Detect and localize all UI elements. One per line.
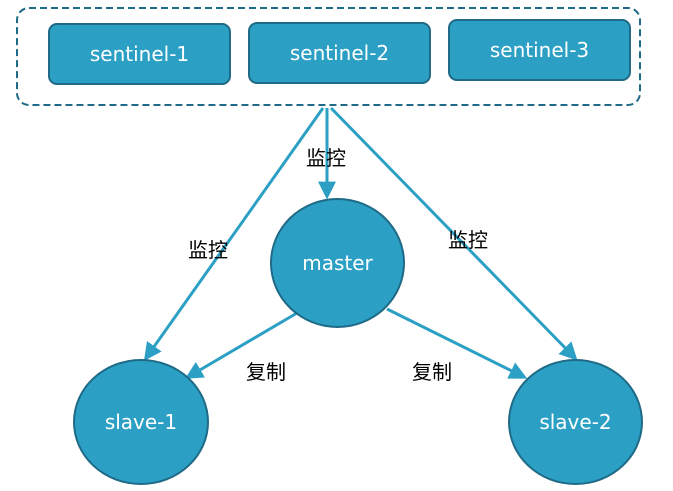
replicate-slave1-arrow <box>184 311 298 379</box>
slave-2-label: slave-2 <box>539 410 612 434</box>
replicate-slave1-label: 复制 <box>246 360 286 384</box>
sentinel-1-box: sentinel-1 <box>48 23 231 85</box>
monitor-slave2-label: 监控 <box>448 228 488 252</box>
replicate-slave2-label: 复制 <box>412 360 452 384</box>
sentinel-2-box: sentinel-2 <box>248 22 431 84</box>
monitor-slave1-arrow <box>143 107 325 361</box>
monitor-master-label: 监控 <box>306 146 346 170</box>
slave-1-label: slave-1 <box>104 410 178 434</box>
sentinel-group-border <box>16 7 641 106</box>
master-node: master <box>270 198 405 328</box>
sentinel-1-label: sentinel-1 <box>89 42 190 66</box>
replicate-slave2-arrow <box>386 307 528 379</box>
sentinel-3-box: sentinel-3 <box>448 19 631 81</box>
monitor-slave2-arrow <box>329 106 578 361</box>
monitor-slave1-label: 监控 <box>188 238 228 262</box>
sentinel-2-label: sentinel-2 <box>289 41 390 65</box>
master-label: master <box>302 251 373 275</box>
slave-2-node: slave-2 <box>508 359 643 485</box>
slave-1-node: slave-1 <box>73 359 209 485</box>
sentinel-3-label: sentinel-3 <box>489 38 590 62</box>
